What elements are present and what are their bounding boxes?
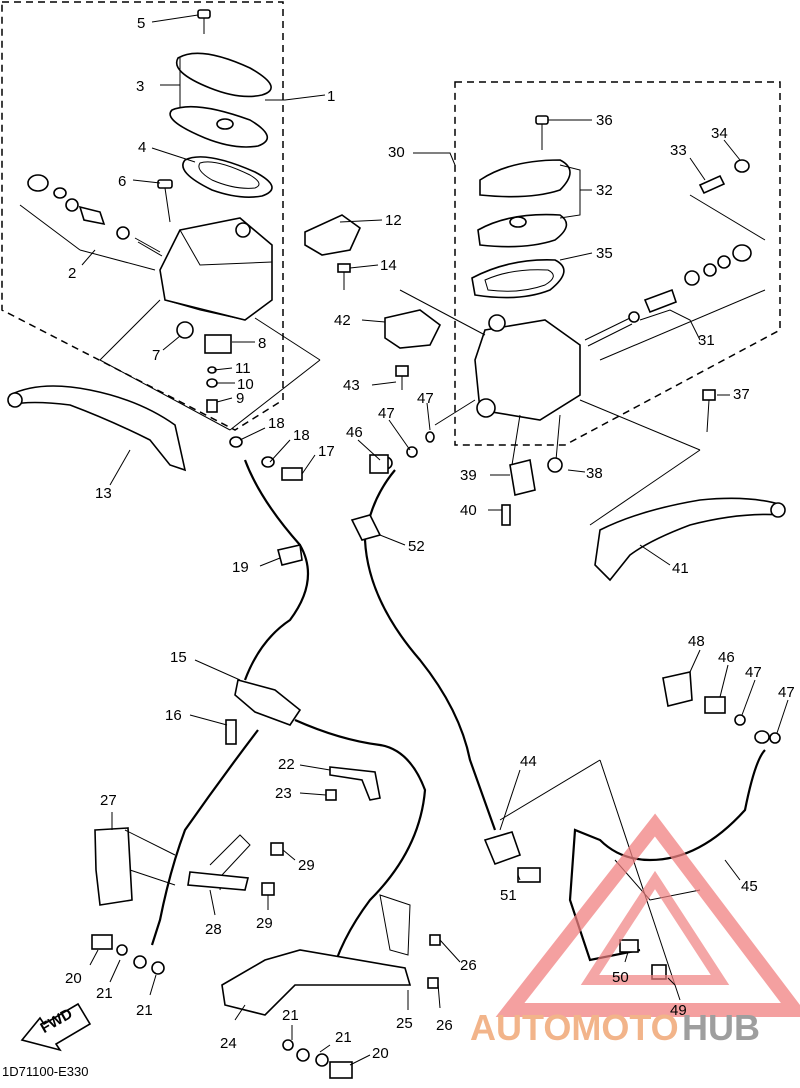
callout-48: 48 xyxy=(688,633,705,650)
callout-20a: 20 xyxy=(65,970,82,987)
callout-21d: 21 xyxy=(335,1029,352,1046)
callout-18a: 18 xyxy=(268,415,285,432)
callout-28: 28 xyxy=(205,921,222,938)
callout-43: 43 xyxy=(343,377,360,394)
callout-42: 42 xyxy=(334,312,351,329)
left-lever-drawing xyxy=(7,385,187,472)
leader-lines xyxy=(81,14,789,1066)
callout-30: 30 xyxy=(388,144,405,161)
right-lever-drawing xyxy=(594,497,786,582)
watermark-logo: AUTOMOTO HUB xyxy=(470,813,800,1048)
callout-46b: 46 xyxy=(718,649,735,666)
callout-8: 8 xyxy=(258,335,266,352)
callout-9: 9 xyxy=(236,390,244,407)
callout-1: 1 xyxy=(327,88,335,105)
callout-27: 27 xyxy=(100,792,117,809)
callout-22: 22 xyxy=(278,756,295,773)
callout-23: 23 xyxy=(275,785,292,802)
callout-29b: 29 xyxy=(256,915,273,932)
callout-41: 41 xyxy=(672,560,689,577)
callout-35: 35 xyxy=(596,245,613,262)
callout-37: 37 xyxy=(733,386,750,403)
callout-19: 19 xyxy=(232,559,249,576)
callout-numbers: 5 3 1 4 6 2 12 14 8 7 11 10 9 13 18 18 1… xyxy=(65,15,795,1062)
callout-50: 50 xyxy=(612,969,629,986)
brake-hoses-drawing xyxy=(91,431,781,1079)
callout-7: 7 xyxy=(152,347,160,364)
callout-21c: 21 xyxy=(282,1007,299,1024)
callout-36: 36 xyxy=(596,112,613,129)
callout-12: 12 xyxy=(385,212,402,229)
callout-39: 39 xyxy=(460,467,477,484)
watermark-text-part1: AUTOMOTO xyxy=(470,1007,679,1048)
left-master-cylinder-drawing xyxy=(19,9,361,431)
callout-47c: 47 xyxy=(745,664,762,681)
watermark-text-part2: HUB xyxy=(682,1007,760,1048)
fwd-arrow xyxy=(20,1002,92,1052)
assembly-box-right xyxy=(454,81,781,446)
callout-45: 45 xyxy=(741,878,758,895)
callout-26b: 26 xyxy=(436,1017,453,1034)
callout-11: 11 xyxy=(235,360,251,377)
callout-17: 17 xyxy=(318,443,335,460)
callout-46a: 46 xyxy=(346,424,363,441)
callout-15: 15 xyxy=(170,649,187,666)
callout-32: 32 xyxy=(596,182,613,199)
callout-21b: 21 xyxy=(136,1002,153,1019)
assembly-box-left xyxy=(1,1,284,431)
callout-49: 49 xyxy=(670,1002,687,1019)
callout-38: 38 xyxy=(586,465,603,482)
callout-47d: 47 xyxy=(778,684,795,701)
callout-51: 51 xyxy=(500,887,517,904)
diagram-code: 1D71100-E330 xyxy=(2,1064,89,1079)
callout-20b: 20 xyxy=(372,1045,389,1062)
callout-14: 14 xyxy=(380,257,397,274)
callout-6: 6 xyxy=(118,173,126,190)
callout-31: 31 xyxy=(698,332,715,349)
callout-21a: 21 xyxy=(96,985,113,1002)
callout-40: 40 xyxy=(460,502,477,519)
callout-29a: 29 xyxy=(298,857,315,874)
callout-4: 4 xyxy=(138,139,146,156)
callout-25: 25 xyxy=(396,1015,413,1032)
callout-10: 10 xyxy=(237,376,254,393)
right-master-cylinder-drawing xyxy=(384,115,766,526)
callout-24: 24 xyxy=(220,1035,237,1052)
callout-47b: 47 xyxy=(417,390,434,407)
callout-2: 2 xyxy=(68,265,76,282)
callout-13: 13 xyxy=(95,485,112,502)
callout-52: 52 xyxy=(408,538,425,555)
callout-34: 34 xyxy=(711,125,728,142)
callout-33: 33 xyxy=(670,142,687,159)
callout-26a: 26 xyxy=(460,957,477,974)
callout-5: 5 xyxy=(137,15,145,32)
callout-18b: 18 xyxy=(293,427,310,444)
callout-16: 16 xyxy=(165,707,182,724)
callout-47a: 47 xyxy=(378,405,395,422)
callout-3: 3 xyxy=(136,78,144,95)
callout-44: 44 xyxy=(520,753,537,770)
